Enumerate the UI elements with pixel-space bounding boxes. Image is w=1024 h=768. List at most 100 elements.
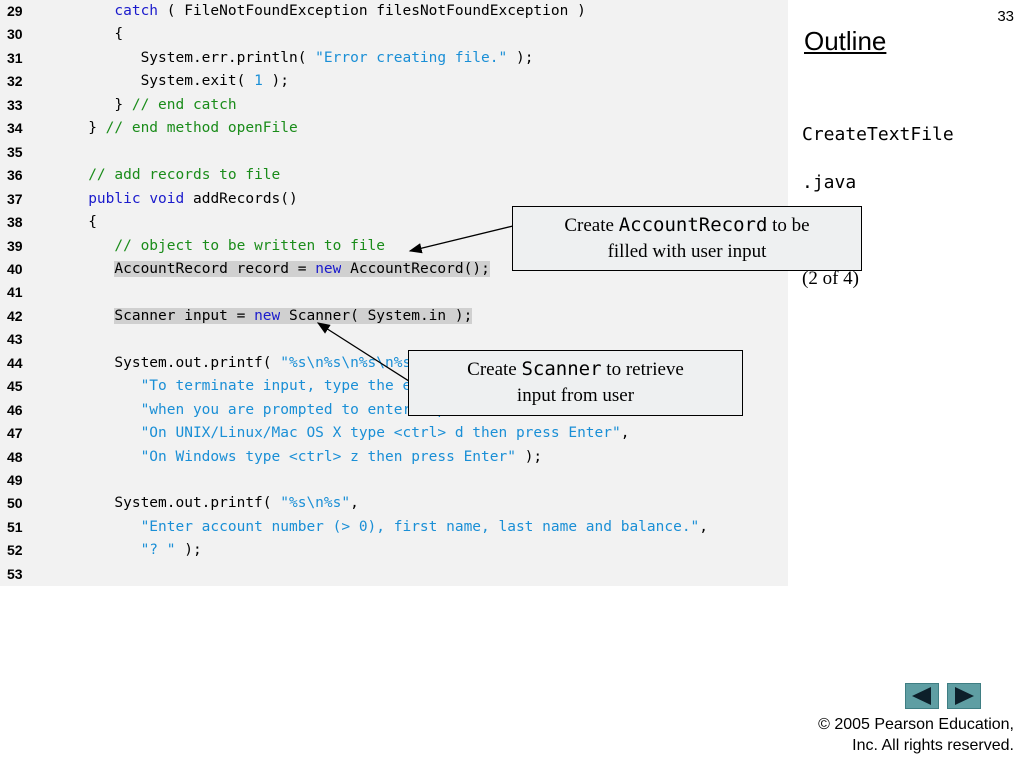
code-token	[62, 425, 141, 441]
code-line: 40 AccountRecord record = new AccountRec…	[0, 258, 788, 281]
line-number: 36	[7, 167, 23, 184]
file-name-line1: CreateTextFile	[802, 124, 954, 145]
code-token	[62, 261, 114, 277]
code-text: Scanner input = new Scanner( System.in )…	[62, 305, 473, 328]
code-token: System.err.println(	[62, 49, 316, 66]
callout-account-code: AccountRecord	[618, 214, 768, 236]
code-token	[62, 308, 114, 324]
code-text: // object to be written to file	[62, 235, 385, 258]
code-token: );	[507, 49, 534, 66]
line-number: 32	[7, 73, 23, 90]
code-token: "On Windows type <ctrl> z then press Ent…	[140, 448, 516, 465]
code-line: 53	[0, 563, 788, 586]
code-text: public void addRecords()	[62, 188, 298, 211]
line-number: 46	[7, 401, 23, 418]
outline-link[interactable]: Outline	[804, 26, 887, 56]
copyright-line2: Inc. All rights reserved.	[852, 737, 1014, 754]
line-number: 53	[7, 565, 23, 582]
code-line: 51 "Enter account number (> 0), first na…	[0, 516, 788, 539]
code-token: // add records to file	[88, 167, 281, 184]
line-number: 47	[7, 425, 23, 442]
code-line: 39 // object to be written to file	[0, 235, 788, 258]
code-line: 38 {	[0, 211, 788, 234]
code-token: "On UNIX/Linux/Mac OS X type <ctrl> d th…	[140, 425, 621, 442]
code-token	[62, 3, 114, 19]
code-text: System.out.printf( "%s\n%s",	[62, 492, 359, 515]
code-text: {	[62, 23, 123, 46]
code-line: 41	[0, 281, 788, 304]
line-number: 42	[7, 307, 23, 324]
code-token: AccountRecord();	[341, 260, 490, 277]
code-line: 50 System.out.printf( "%s\n%s",	[0, 492, 788, 515]
copyright-line1: © 2005 Pearson Education,	[818, 716, 1014, 733]
code-token: 1	[254, 73, 263, 90]
code-token: AccountRecord record =	[114, 260, 316, 277]
code-text: catch ( FileNotFoundException filesNotFo…	[62, 0, 585, 23]
code-token: public	[88, 190, 141, 207]
code-line: 32 System.exit( 1 );	[0, 70, 788, 93]
code-token: new	[254, 307, 281, 324]
callout-account-line2: filled with user input	[607, 241, 767, 262]
code-token: System.out.printf(	[62, 354, 281, 371]
code-text: System.exit( 1 );	[62, 70, 289, 93]
code-token: ,	[350, 495, 359, 512]
code-text: "On Windows type <ctrl> z then press Ent…	[62, 446, 543, 469]
code-text: {	[62, 211, 97, 234]
code-line: 48 "On Windows type <ctrl> z then press …	[0, 446, 788, 469]
line-number: 37	[7, 190, 23, 207]
code-token: {	[62, 26, 124, 43]
code-text: "On UNIX/Linux/Mac OS X type <ctrl> d th…	[62, 422, 630, 445]
code-token: "Enter account number (> 0), first name,…	[140, 518, 700, 535]
code-line: 35	[0, 141, 788, 164]
code-token: }	[62, 120, 106, 137]
line-number: 41	[7, 284, 23, 301]
previous-slide-button[interactable]	[905, 683, 939, 709]
code-text: } // end catch	[62, 94, 236, 117]
callout-account-record: Create AccountRecord to be filled with u…	[512, 206, 862, 271]
code-listing: 29 catch ( FileNotFoundException filesNo…	[0, 0, 788, 586]
callout-account-post: to be	[767, 215, 810, 236]
code-line: 33 } // end catch	[0, 94, 788, 117]
code-text: "Enter account number (> 0), first name,…	[62, 516, 708, 539]
code-token	[62, 449, 141, 465]
line-number: 40	[7, 260, 23, 277]
code-line: 29 catch ( FileNotFoundException filesNo…	[0, 0, 788, 23]
line-number: 38	[7, 214, 23, 231]
code-token: System.out.printf(	[62, 495, 281, 512]
code-text: System.out.printf( "%s\n%s\n%s\n%s\n\n",	[62, 352, 463, 375]
line-number: 50	[7, 495, 23, 512]
code-line: 49	[0, 469, 788, 492]
code-text: } // end method openFile	[62, 117, 298, 140]
line-number: 51	[7, 518, 23, 535]
code-line: 42 Scanner input = new Scanner( System.i…	[0, 305, 788, 328]
code-text: // add records to file	[62, 164, 280, 187]
next-slide-button[interactable]	[947, 683, 981, 709]
code-token: System.exit(	[62, 73, 255, 90]
callout-scanner-line2: input from user	[516, 385, 635, 406]
code-token	[62, 191, 88, 207]
code-token: new	[315, 260, 342, 277]
line-number: 31	[7, 49, 23, 66]
code-token: Scanner input =	[114, 307, 255, 324]
code-token: void	[149, 190, 185, 207]
code-token	[62, 402, 141, 418]
callout-scanner-post: to retrieve	[601, 359, 684, 380]
code-line: 30 {	[0, 23, 788, 46]
code-line: 31 System.err.println( "Error creating f…	[0, 47, 788, 70]
callout-scanner-code: Scanner	[521, 358, 602, 380]
line-number: 45	[7, 378, 23, 395]
code-token: {	[62, 214, 97, 231]
code-line: 36 // add records to file	[0, 164, 788, 187]
code-line: 37 public void addRecords()	[0, 188, 788, 211]
code-token: Scanner( System.in );	[280, 307, 473, 324]
code-token	[62, 238, 114, 254]
code-text: AccountRecord record = new AccountRecord…	[62, 258, 490, 281]
code-token: "? "	[140, 542, 176, 559]
copyright: © 2005 Pearson Education, Inc. All right…	[818, 714, 1014, 756]
line-number: 29	[7, 3, 23, 19]
part-indicator: (2 of 4)	[802, 268, 859, 289]
code-line: 47 "On UNIX/Linux/Mac OS X type <ctrl> d…	[0, 422, 788, 445]
line-number: 34	[7, 120, 23, 137]
code-text: System.err.println( "Error creating file…	[62, 47, 534, 70]
line-number: 48	[7, 448, 23, 465]
